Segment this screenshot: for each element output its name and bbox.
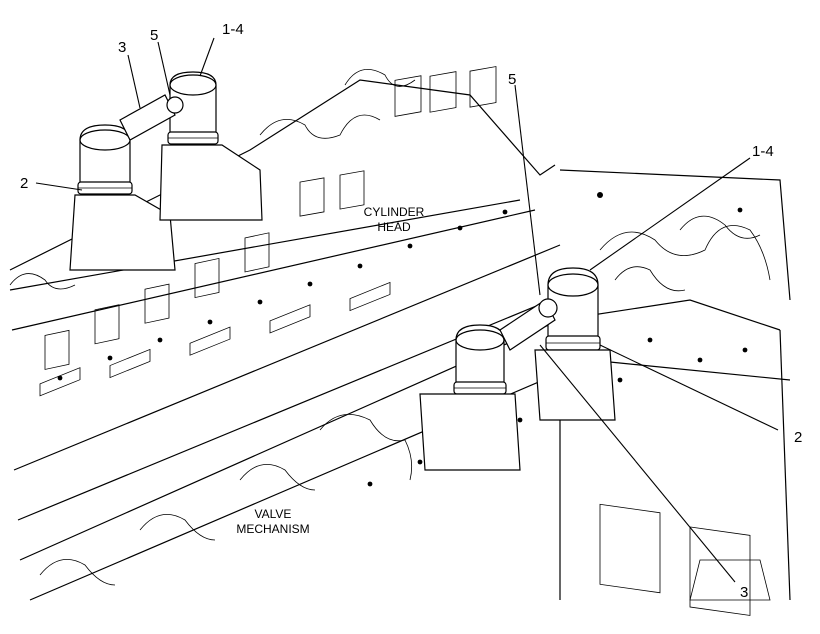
valve-mechanism-label-line1: VALVE	[255, 507, 292, 521]
valve-mechanism-label-line2: MECHANISM	[236, 522, 309, 536]
callout-bottom-3: 3	[740, 584, 748, 601]
cylinder-head-label-line1: CYLINDER	[364, 205, 425, 219]
callouts: 1-4 5 3 2 5 1-4 2 3	[20, 21, 802, 601]
callout-right-2: 2	[794, 429, 802, 446]
callout-right-1-4: 1-4	[752, 143, 774, 160]
callout-top-left-1-4: 1-4	[222, 21, 244, 38]
callout-top-left-5: 5	[150, 27, 158, 44]
engine-block-back-bank	[9, 66, 576, 521]
leader-lines	[35, 37, 779, 583]
air-cleaner-front-bank	[419, 267, 616, 471]
cylinder-head-label-line2: HEAD	[377, 220, 411, 234]
callout-top-left-2: 2	[20, 175, 28, 192]
valve-mechanism-label: VALVE MECHANISM	[236, 507, 309, 536]
callout-top-left-3: 3	[118, 39, 126, 56]
elbow-connector-icon	[119, 94, 184, 141]
cylinder-head-label: CYLINDER HEAD	[364, 205, 425, 234]
callout-right-5: 5	[508, 71, 516, 88]
air-cleaner-icon	[69, 71, 263, 271]
